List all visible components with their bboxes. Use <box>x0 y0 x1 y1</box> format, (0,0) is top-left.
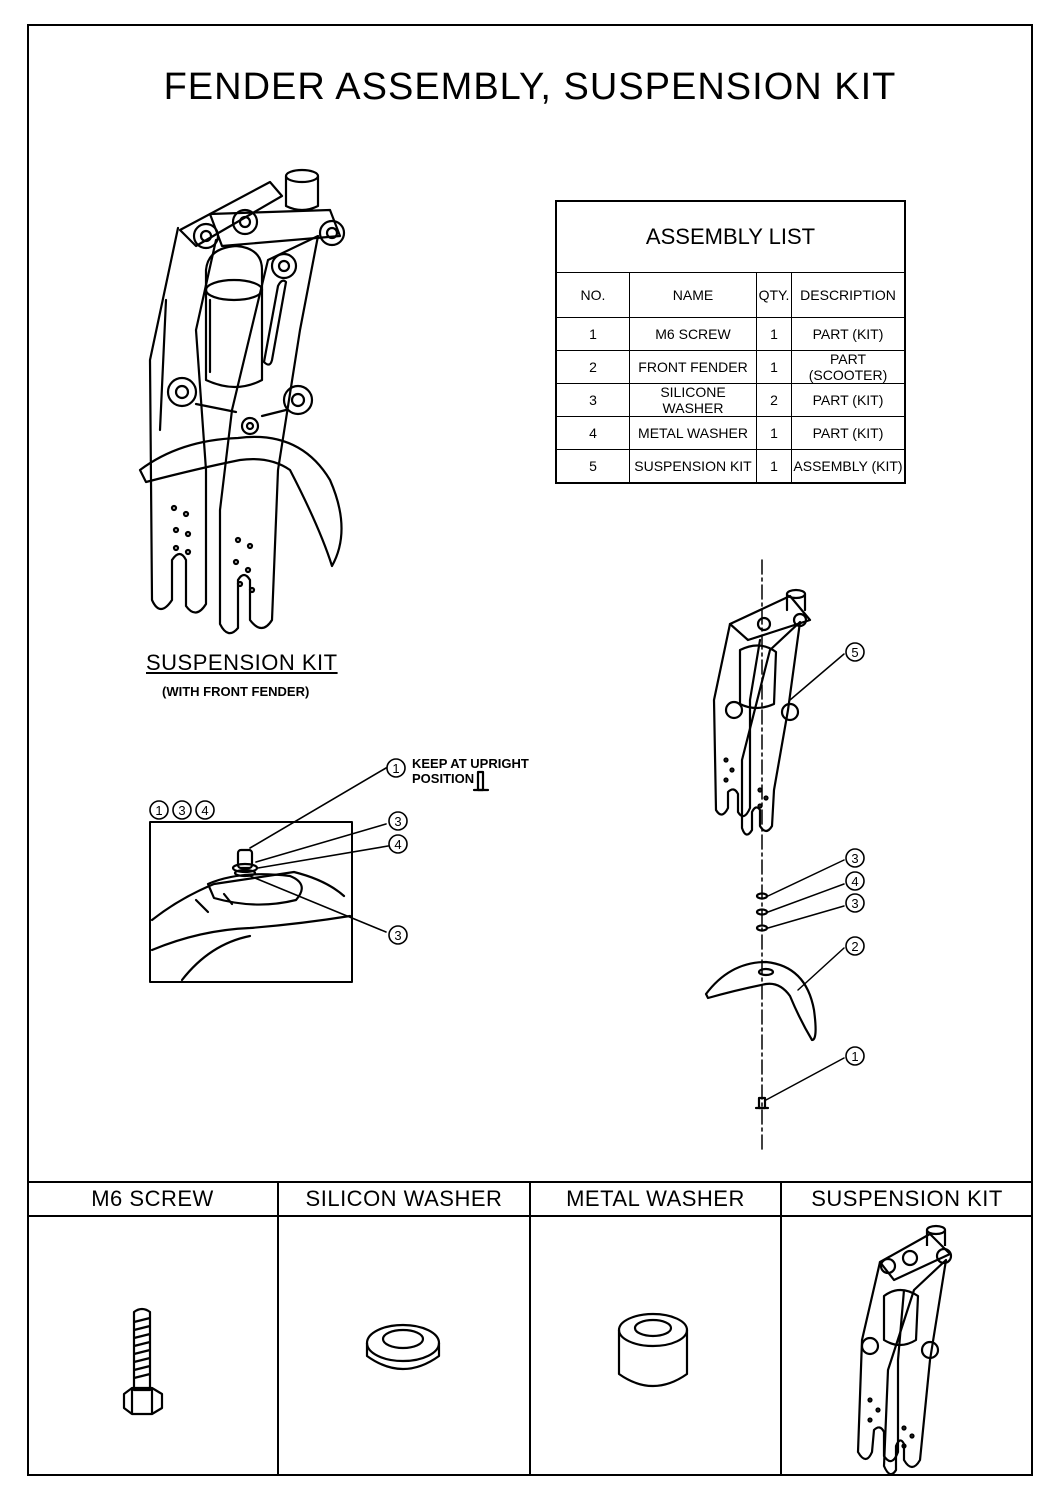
silicon-washer-illustration <box>365 1323 441 1371</box>
callout-circle <box>845 871 865 891</box>
callout-number: 1 <box>155 803 162 818</box>
metal-washer-illustration <box>617 1312 689 1387</box>
callout-number: 2 <box>851 939 858 954</box>
keep-upright-note-line2: POSITION <box>412 771 475 786</box>
keep-upright-note-line1: KEEP AT UPRIGHT <box>412 756 529 771</box>
cell-description: PART (KIT) <box>791 383 906 417</box>
col-header-qty: QTY. <box>756 272 792 318</box>
callout-number: 3 <box>851 851 858 866</box>
cell-qty: 1 <box>756 350 792 384</box>
cell-qty: 1 <box>756 416 792 450</box>
callout-circle <box>388 811 408 831</box>
callout-circle <box>386 758 406 778</box>
cell-qty: 2 <box>756 383 792 417</box>
parts-header-suspension-kit: SUSPENSION KIT <box>811 1186 1003 1211</box>
callout-circle <box>172 800 192 820</box>
callout-circle <box>195 800 215 820</box>
suspension-kit-large-illustration <box>138 168 346 635</box>
assembly-list-table: ASSEMBLY LIST NO. NAME QTY. DESCRIPTION … <box>555 200 906 484</box>
callout-circle <box>149 800 169 820</box>
parts-header-m6-screw: M6 SCREW <box>91 1186 214 1211</box>
cell-description: PART (KIT) <box>791 317 906 351</box>
cell-name: SUSPENSION KIT <box>629 449 757 484</box>
cell-qty: 1 <box>756 317 792 351</box>
cell-no: 3 <box>555 383 630 417</box>
page-title: FENDER ASSEMBLY, SUSPENSION KIT <box>163 66 897 108</box>
table-row: 3 SILICONE WASHER 2 PART (KIT) <box>555 383 906 417</box>
parts-bar: M6 SCREW SILICON WASHER METAL WASHER SUS… <box>27 1182 1033 1476</box>
m6-screw-illustration <box>122 1307 164 1416</box>
cell-no: 5 <box>555 449 630 484</box>
col-header-description: DESCRIPTION <box>791 272 906 318</box>
parts-header-silicon-washer: SILICON WASHER <box>305 1186 503 1211</box>
callout-circle <box>845 936 865 956</box>
callout-circle <box>388 925 408 945</box>
cell-name: FRONT FENDER <box>629 350 757 384</box>
callout-circle <box>845 848 865 868</box>
table-row: 4 METAL WASHER 1 PART (KIT) <box>555 416 906 450</box>
callout-number: 3 <box>394 928 401 943</box>
cell-name: SILICONE WASHER <box>629 383 757 417</box>
suspension-kit-caption: SUSPENSION KIT <box>146 650 338 675</box>
callout-number: 3 <box>851 896 858 911</box>
cell-name: METAL WASHER <box>629 416 757 450</box>
callout-number: 3 <box>178 803 185 818</box>
callout-circle <box>845 642 865 662</box>
cell-description: ASSEMBLY (KIT) <box>791 449 906 484</box>
parts-bar-grid <box>27 1181 1033 1476</box>
callout-number: 1 <box>392 761 399 776</box>
cell-qty: 1 <box>756 449 792 484</box>
callout-number: 4 <box>851 874 858 889</box>
keep-upright-note: KEEP AT UPRIGHT POSITION <box>412 756 529 786</box>
detail-view-illustration <box>149 767 490 983</box>
cell-name: M6 SCREW <box>629 317 757 351</box>
callout-number: 5 <box>851 645 858 660</box>
callout-circle <box>845 893 865 913</box>
callout-number: 4 <box>394 837 401 852</box>
cell-description: PART (KIT) <box>791 416 906 450</box>
exploded-view-illustration <box>704 559 845 1151</box>
callout-circle <box>845 1046 865 1066</box>
callout-number: 1 <box>851 1049 858 1064</box>
col-header-name: NAME <box>629 272 757 318</box>
parts-header-metal-washer: METAL WASHER <box>566 1186 745 1211</box>
suspension-kit-subcaption: (WITH FRONT FENDER) <box>162 684 310 699</box>
cell-no: 4 <box>555 416 630 450</box>
assembly-list-caption: ASSEMBLY LIST <box>555 200 906 273</box>
callout-number: 3 <box>394 814 401 829</box>
callout-circle <box>388 834 408 854</box>
suspension-kit-small-illustration <box>856 1224 953 1476</box>
table-row: 5 SUSPENSION KIT 1 ASSEMBLY (KIT) <box>555 449 906 484</box>
callout-number: 4 <box>201 803 208 818</box>
